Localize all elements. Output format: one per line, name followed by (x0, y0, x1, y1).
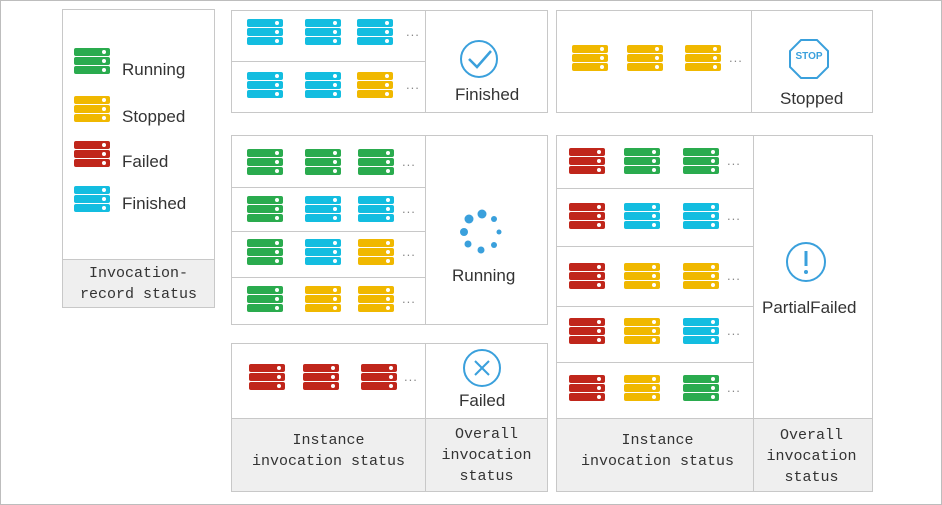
running-server-icon (247, 286, 283, 312)
partial-failed-overall-label: PartialFailed (762, 298, 857, 317)
failed-server-icon (569, 375, 605, 401)
running-server-icon (247, 149, 283, 175)
finished-row-divider (231, 61, 425, 62)
failed-group-divider (425, 343, 426, 419)
running-server-icon (247, 239, 283, 265)
stopped-overall-label: Stopped (780, 89, 844, 108)
stop-sign-text: STOP (795, 51, 823, 62)
left-overall-caption: Overall invocation status (441, 426, 532, 485)
failed-overall-label: Failed (459, 391, 506, 410)
partial-row-divider-4 (556, 362, 753, 363)
failed-server-icon (249, 364, 285, 390)
ellipsis: ... (402, 201, 416, 216)
stopped-server-icon (683, 263, 719, 289)
left-overall-caption-cell (425, 418, 548, 492)
failed-server-icon (569, 318, 605, 344)
left-instance-caption-cell (231, 418, 426, 492)
check-circle-icon (460, 40, 498, 78)
left-instance-caption: Instance invocation status (251, 432, 406, 470)
ellipsis: ... (727, 208, 741, 223)
stopped-server-icon (74, 96, 110, 122)
finished-overall-label: Finished (455, 85, 520, 104)
partial-row-divider-1 (556, 188, 753, 189)
stopped-server-icon (357, 72, 393, 98)
finished-server-icon (683, 203, 719, 229)
legend-label-failed: Failed (122, 152, 169, 171)
running-server-icon (683, 375, 719, 401)
right-instance-caption-cell (556, 418, 754, 492)
ellipsis: ... (402, 291, 416, 306)
stopped-server-icon (572, 45, 608, 71)
stopped-server-icon (624, 375, 660, 401)
running-server-icon (358, 149, 394, 175)
stopped-server-icon (624, 263, 660, 289)
failed-server-icon (569, 148, 605, 174)
failed-server-icon (361, 364, 397, 390)
finished-server-icon (305, 239, 341, 265)
legend-label-stopped: Stopped (122, 107, 186, 126)
running-group-divider (425, 135, 426, 325)
ellipsis: ... (406, 77, 420, 92)
finished-server-icon (305, 72, 341, 98)
finished-server-icon (305, 19, 341, 45)
failed-server-icon (569, 263, 605, 289)
running-row-divider-3 (231, 277, 425, 278)
ellipsis: ... (727, 268, 741, 283)
running-server-icon (305, 149, 341, 175)
ellipsis: ... (404, 369, 418, 384)
right-instance-caption: Instance invocation status (580, 432, 735, 470)
finished-server-icon (305, 196, 341, 222)
running-row-divider-2 (231, 231, 425, 232)
ellipsis: ... (727, 380, 741, 395)
right-overall-caption: Overall invocation status (766, 427, 857, 486)
running-row-divider-1 (231, 187, 425, 188)
failed-server-icon (303, 364, 339, 390)
finished-server-icon (624, 203, 660, 229)
ellipsis: ... (727, 323, 741, 338)
finished-server-icon (357, 19, 393, 45)
running-server-icon (624, 148, 660, 174)
partial-row-divider-3 (556, 306, 753, 307)
running-server-icon (683, 148, 719, 174)
ellipsis: ... (406, 24, 420, 39)
legend-label-finished: Finished (122, 194, 187, 213)
partial-row-divider-2 (556, 246, 753, 247)
legend-label-running: Running (122, 60, 186, 79)
finished-group-divider (425, 10, 426, 113)
stopped-server-icon (624, 318, 660, 344)
x-circle-icon (463, 349, 501, 387)
stopped-server-icon (358, 239, 394, 265)
exclamation-circle-icon (786, 242, 826, 282)
right-overall-caption-cell (753, 418, 873, 492)
failed-server-icon (569, 203, 605, 229)
stopped-server-icon (305, 286, 341, 312)
failed-server-icon (74, 141, 110, 167)
ellipsis: ... (727, 153, 741, 168)
running-overall-label: Running (452, 266, 516, 285)
stopped-server-icon (685, 45, 721, 71)
ellipsis: ... (729, 50, 743, 65)
finished-server-icon (247, 19, 283, 45)
running-server-icon (247, 196, 283, 222)
legend-panel (62, 9, 215, 260)
finished-server-icon (74, 186, 110, 212)
finished-server-icon (683, 318, 719, 344)
partial-group-divider (753, 135, 754, 419)
legend-caption: Invocation-record status (79, 265, 198, 303)
stop-sign-icon (789, 39, 829, 79)
finished-server-icon (247, 72, 283, 98)
running-server-icon (74, 48, 110, 74)
stopped-server-icon (627, 45, 663, 71)
stopped-group-divider (751, 10, 752, 113)
finished-server-icon (358, 196, 394, 222)
ellipsis: ... (402, 244, 416, 259)
ellipsis: ... (402, 154, 416, 169)
legend-caption-cell (62, 259, 215, 308)
loading-spinner-icon (460, 209, 502, 254)
stopped-server-icon (358, 286, 394, 312)
